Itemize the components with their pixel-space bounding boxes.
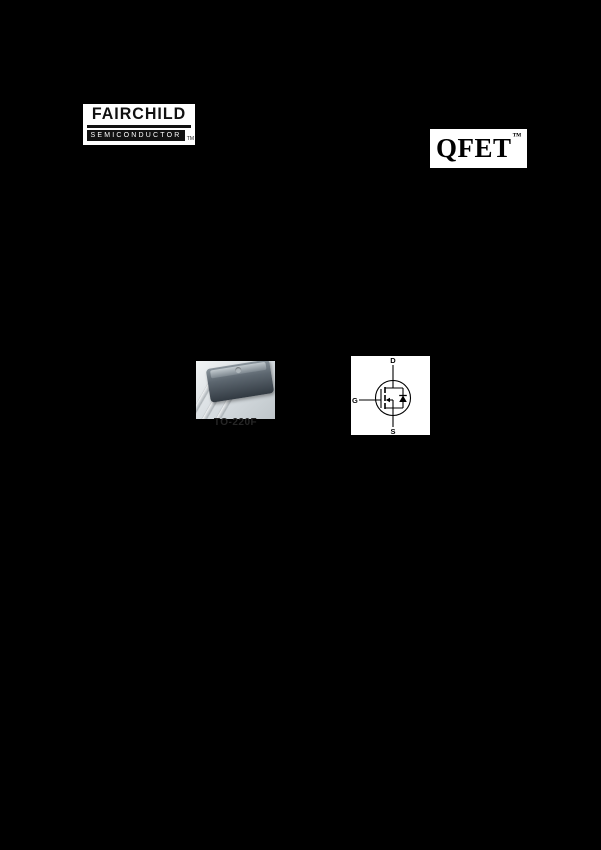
package-photo — [196, 361, 275, 419]
gate-lead — [359, 389, 382, 408]
qfet-label-text: QFET — [435, 133, 512, 163]
drain-lead — [385, 365, 394, 389]
package-body — [205, 361, 275, 403]
gate-label: G — [352, 396, 358, 405]
logo-tm: TM — [186, 136, 194, 142]
package-label: TO-220F — [213, 417, 258, 428]
qfet-badge: QFET™ — [430, 129, 527, 168]
mosfet-symbol: D G S — [351, 356, 430, 435]
mosfet-symbol-drawing: D G S — [352, 356, 412, 435]
source-lead — [385, 400, 394, 427]
logo-underline — [87, 125, 191, 128]
logo-subtitle: SEMICONDUCTOR — [87, 130, 185, 141]
fairchild-brand-text: FAIRCHILD — [91, 105, 187, 124]
body-diode-triangle — [399, 395, 407, 402]
source-label: S — [390, 427, 395, 435]
qfet-label: QFET™ — [435, 131, 522, 164]
qfet-tm: ™ — [512, 131, 522, 141]
drain-label: D — [390, 356, 396, 365]
body-diode-branch — [393, 387, 404, 409]
fairchild-logo: FAIRCHILD SEMICONDUCTOR TM — [83, 104, 195, 145]
body-arrow — [385, 397, 390, 403]
